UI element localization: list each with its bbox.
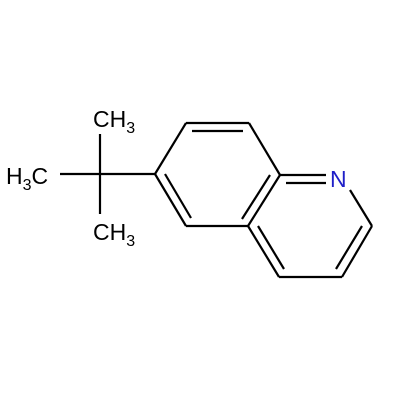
bond-n1-c2 (349, 189, 373, 227)
label-methyl-bottom: CH3 (93, 219, 135, 250)
bond-c2-c3 (341, 225, 373, 278)
bond-c6-c7 (154, 122, 187, 175)
label-methyl-top-element: CH (93, 106, 126, 132)
bond-c8a-c4a (247, 174, 281, 227)
label-methyl-top-subscript: 3 (126, 120, 135, 137)
bond-c2-c3-inner (335, 225, 363, 270)
bond-c5-c6-inner (164, 173, 192, 219)
label-methyl-left-element: C (32, 163, 49, 189)
label-methyl-bottom-element: CH (93, 219, 126, 245)
bond-c5-c6 (154, 173, 187, 227)
label-methyl-bottom-subscript: 3 (126, 233, 135, 250)
bond-c4-c4a (247, 225, 280, 278)
label-methyl-left-prefix: H (6, 163, 23, 189)
bond-c4-c4a-inner (257, 225, 285, 270)
label-methyl-left: H3C (6, 163, 48, 194)
label-methyl-left-subscript: 3 (23, 177, 32, 194)
label-nitrogen: N (330, 166, 347, 192)
bond-c8-c8a (248, 122, 281, 176)
label-methyl-top: CH3 (93, 106, 135, 137)
bond-c8a-c4a-inner (241, 174, 271, 220)
